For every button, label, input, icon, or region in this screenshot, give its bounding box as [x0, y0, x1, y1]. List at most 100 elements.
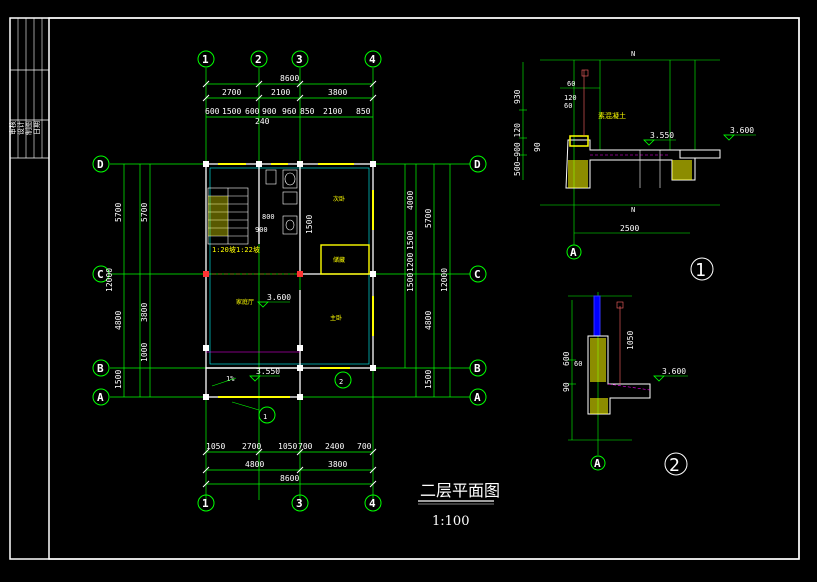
callout-2-label: 2: [339, 378, 343, 386]
stair-note-1: 1:20坡: [212, 245, 236, 254]
top-dim-3: 3800: [328, 88, 347, 97]
floor-plan: 1 2 3.600 3.550 1% 次卧 储藏 家庭厅 主卧 1:20坡 1:…: [92, 50, 487, 512]
drawing-scale: 1:100: [432, 514, 469, 529]
elev-plan-2: 3.550: [256, 367, 280, 376]
top-sub-5: 960: [282, 107, 297, 116]
detail2-number: 2: [669, 455, 680, 476]
staircase: [207, 187, 249, 245]
detail1-bottom-dim: 2500: [620, 224, 639, 233]
title-block: 审核 设计 制图 日期: [8, 18, 49, 159]
bottom-dim-2: 2700: [242, 442, 261, 451]
detail1-vert-2: 500~900 120: [513, 123, 522, 176]
callout-1[interactable]: [258, 406, 276, 424]
detail1-vert-1: 930: [513, 89, 522, 104]
top-note: 240: [255, 117, 270, 126]
left-inner-3: 1000: [140, 343, 149, 362]
drawing-inner-frame: [48, 17, 800, 560]
title-block-cell-3: 制图: [24, 121, 33, 135]
axis-top-1: 1: [202, 53, 209, 66]
axis-right-D: D: [474, 158, 481, 171]
axis-top-2: 2: [255, 53, 262, 66]
top-sub-3: 600: [245, 107, 260, 116]
detail1-n-top: N: [631, 50, 635, 58]
room-master-label: 主卧: [330, 314, 342, 322]
axis-bottom-4: 4: [369, 497, 376, 510]
detail2-dim-1050: 1050: [626, 331, 635, 350]
small-dim-3: 1500: [305, 215, 314, 234]
axis-right-C: C: [474, 268, 481, 281]
stair-note-2: 1:22坡: [236, 245, 260, 254]
top-sub-6: 850: [300, 107, 315, 116]
detail2-axis: A: [594, 457, 601, 470]
top-sub-7: 2100: [323, 107, 342, 116]
detail1-dim-120: 120: [564, 94, 577, 102]
detail1-number: 1: [695, 260, 706, 281]
detail1-elev-1: 3.550: [650, 131, 674, 140]
axis-bottom-3: 3: [296, 497, 303, 510]
drawing-frame: [9, 17, 800, 560]
left-dim-2: 4800: [114, 311, 123, 330]
top-sub-1: 600: [205, 107, 220, 116]
bottom-dim-5: 2400: [325, 442, 344, 451]
detail-1: N N 60 120 60 素混凝土 930 500~900 120 90 3.…: [513, 50, 756, 281]
detail1-n-bottom: N: [631, 206, 635, 214]
detail1-label: 素混凝土: [598, 111, 626, 120]
axis-bubbles-top: 1 2 3 4: [197, 50, 382, 68]
left-inner-2: 3800: [140, 303, 149, 322]
small-dim-2: 900: [255, 226, 268, 234]
detail1-dim-60b: 60: [564, 102, 572, 110]
room-family-label: 家庭厅: [236, 298, 254, 306]
axis-left-B: B: [97, 362, 104, 375]
axis-left-A: A: [97, 391, 104, 404]
axis-left-D: D: [97, 158, 104, 171]
left-dim-3: 1500: [114, 370, 123, 389]
title-block-cell-2: 设计: [16, 121, 25, 135]
right-dim-3: 1500: [424, 370, 433, 389]
bottom-total: 8600: [280, 474, 299, 483]
top-dim-1: 2700: [222, 88, 241, 97]
storage-room: [320, 244, 370, 275]
room-bedroom-label: 次卧: [333, 195, 345, 203]
right-total: 12000: [440, 268, 449, 292]
bottom-dim-4: 700: [298, 442, 313, 451]
axis-bubbles-left: D C B A: [92, 155, 110, 406]
left-inner-1: 5700: [140, 203, 149, 222]
right-inner-1: 4000: [406, 191, 415, 210]
axis-right-A: A: [474, 391, 481, 404]
right-inner-2: 1500: [406, 231, 415, 250]
detail-2: 600 90 60 1050 3.600 A 2: [562, 292, 688, 476]
detail2-dim-600: 600: [562, 351, 571, 366]
bottom-sub-1: 4800: [245, 460, 264, 469]
top-sub-4: 900: [262, 107, 277, 116]
drawing-title: 二层平面图: [420, 481, 500, 500]
axis-bubbles-right: D C B A: [469, 155, 487, 406]
detail2-dim-90: 90: [562, 382, 571, 392]
detail1-axis: A: [570, 246, 577, 259]
axis-bubbles-bottom: 1 3 4: [197, 494, 382, 512]
top-total: 8600: [280, 74, 299, 83]
callout-2[interactable]: [334, 371, 352, 389]
small-dim-1: 800: [262, 213, 275, 221]
detail1-vert-3: 90: [533, 142, 542, 152]
detail1-elev-2: 3.600: [730, 126, 754, 135]
axis-left-C: C: [97, 268, 104, 281]
bottom-dim-6: 700: [357, 442, 372, 451]
bottom-dim-1: 1050: [206, 442, 225, 451]
detail2-dim-60: 60: [574, 360, 582, 368]
axis-top-4: 4: [369, 53, 376, 66]
title-block-cell-4: 日期: [33, 121, 41, 135]
right-dim-1: 5700: [424, 209, 433, 228]
bottom-dim-3: 1050: [278, 442, 297, 451]
top-sub-8: 850: [356, 107, 371, 116]
detail2-elev: 3.600: [662, 367, 686, 376]
right-inner-3: 1200: [406, 253, 415, 272]
detail1-dim-60a: 60: [567, 80, 575, 88]
axis-bottom-1: 1: [202, 497, 209, 510]
right-inner-4: 1500: [406, 273, 415, 292]
left-total: 12000: [105, 268, 114, 292]
room-storage-label: 储藏: [333, 256, 345, 264]
axis-right-B: B: [474, 362, 481, 375]
right-dim-2: 4800: [424, 311, 433, 330]
